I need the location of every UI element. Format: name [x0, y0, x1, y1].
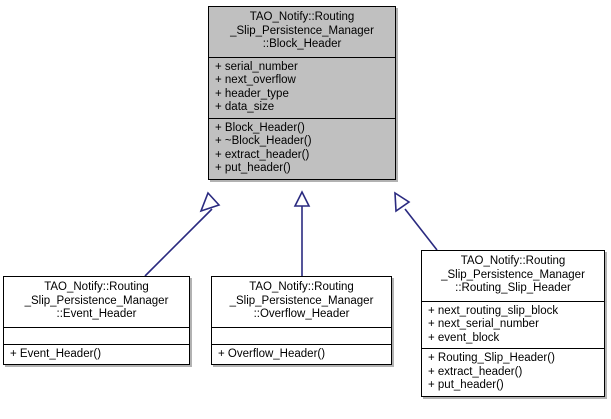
attributes-block-header: + serial_number + next_overflow + header…	[209, 56, 395, 118]
class-title-block-header: TAO_Notify::Routing _Slip_Persistence_Ma…	[230, 11, 374, 50]
generalization-overflow-header	[293, 190, 311, 276]
attributes-overflow-header	[212, 326, 391, 344]
methods-routing-slip-header: + Routing_Slip_Header() + extract_header…	[422, 348, 604, 396]
generalization-routing-slip-header	[394, 191, 438, 251]
class-title-event-header: TAO_Notify::Routing _Slip_Persistence_Ma…	[24, 281, 169, 320]
class-title-overflow-header: TAO_Notify::Routing _Slip_Persistence_Ma…	[229, 281, 374, 320]
class-title-routing-slip-header: TAO_Notify::Routing _Slip_Persistence_Ma…	[441, 255, 585, 294]
attributes-event-header	[4, 326, 189, 344]
class-box-routing-slip-header[interactable]: TAO_Notify::Routing _Slip_Persistence_Ma…	[421, 250, 605, 397]
methods-event-header: + Event_Header()	[4, 343, 189, 365]
class-box-block-header[interactable]: TAO_Notify::Routing _Slip_Persistence_Ma…	[208, 6, 396, 180]
attributes-routing-slip-header: + next_routing_slip_block + next_serial_…	[422, 300, 604, 349]
class-box-overflow-header[interactable]: TAO_Notify::Routing _Slip_Persistence_Ma…	[211, 276, 392, 365]
generalization-event-header	[144, 191, 221, 277]
methods-block-header: + Block_Header() + ~Block_Header() + ext…	[209, 117, 395, 179]
class-box-event-header[interactable]: TAO_Notify::Routing _Slip_Persistence_Ma…	[3, 276, 190, 365]
methods-overflow-header: + Overflow_Header()	[212, 343, 391, 365]
